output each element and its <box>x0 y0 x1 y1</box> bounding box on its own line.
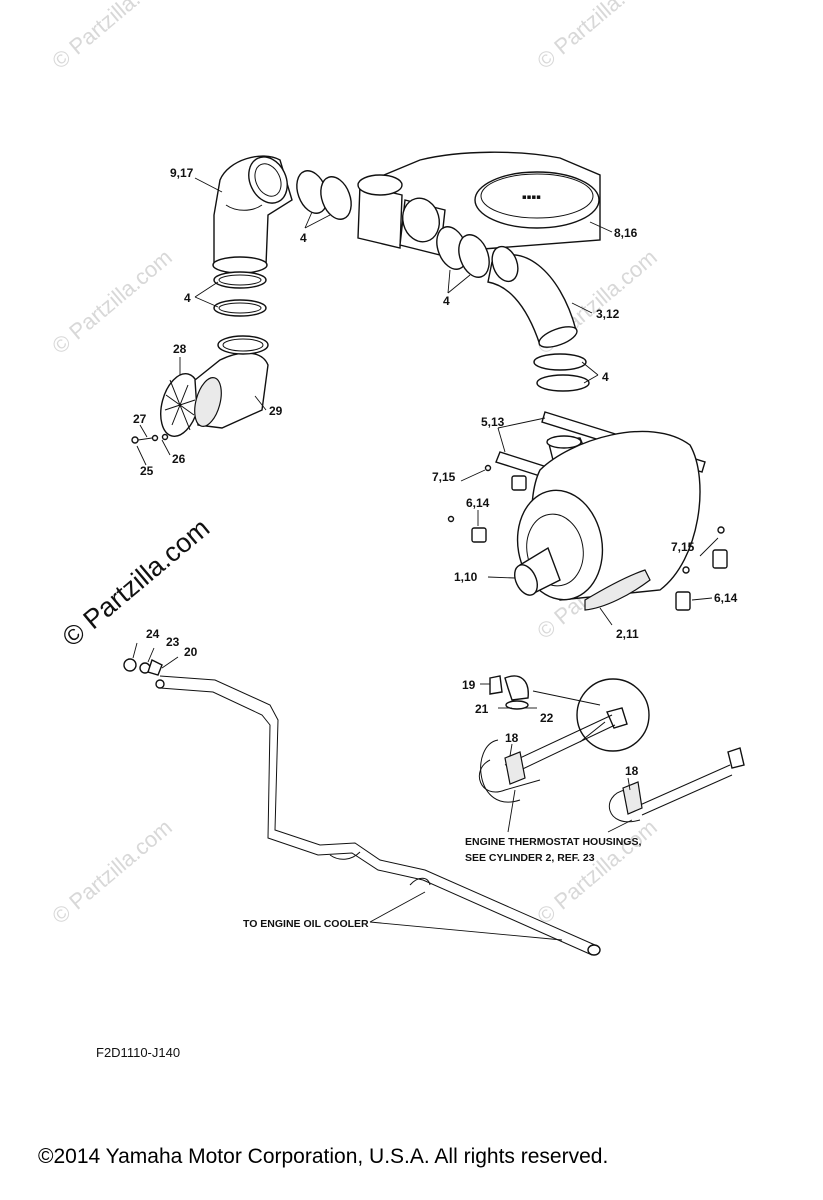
thermostat-note: ENGINE THERMOSTAT HOUSINGS, <box>465 836 641 848</box>
watermark: © Partzilla.com <box>532 814 662 928</box>
callout-label: 19 <box>462 678 476 692</box>
callout-label: 28 <box>173 342 187 356</box>
watermark-main: © Partzilla.com <box>57 513 216 653</box>
bent-duct <box>487 245 578 348</box>
copyright-notice: ©2014 Yamaha Motor Corporation, U.S.A. A… <box>38 1145 608 1168</box>
callout-label: 25 <box>140 464 154 478</box>
detail-circle <box>576 678 650 752</box>
callout-label: 9,17 <box>170 166 194 180</box>
oil-cooler-note: TO ENGINE OIL COOLER <box>243 918 369 930</box>
callout-label: 23 <box>166 635 180 649</box>
callout-label: 3,12 <box>596 307 620 321</box>
callout-label: 24 <box>146 627 160 641</box>
hose-fitting-set <box>123 658 165 689</box>
bracket-clip <box>447 464 728 611</box>
callout-label: 22 <box>540 711 554 725</box>
thermostat-housing <box>608 747 745 823</box>
intake-silencer: ▪▪▪▪ <box>357 151 601 256</box>
callout-label: 7,15 <box>671 540 695 554</box>
callout-label: 4 <box>602 370 609 384</box>
callout-label: 1,10 <box>454 570 478 584</box>
fitting-elbow <box>489 675 529 710</box>
callout-label: 2,11 <box>616 627 639 641</box>
watermark: © Partzilla.com <box>47 0 177 74</box>
figure-code: F2D1110-J140 <box>96 1045 180 1060</box>
callout-label: 6,14 <box>466 496 490 510</box>
elbow-duct <box>212 155 293 274</box>
callout-label: 5,13 <box>481 415 505 429</box>
hose-clamp-pair <box>213 271 267 317</box>
svg-text:▪▪▪▪: ▪▪▪▪ <box>522 193 541 201</box>
callout-label: 27 <box>133 412 147 426</box>
callout-label: 8,16 <box>614 226 638 240</box>
callout-label: 6,14 <box>714 591 738 605</box>
thermostat-housing <box>478 714 616 803</box>
watermark: © Partzilla.com <box>532 0 662 74</box>
callout-label: 18 <box>625 764 639 778</box>
callout-label: 4 <box>184 291 191 305</box>
watermark: © Partzilla.com <box>47 244 177 358</box>
thermostat-note: SEE CYLINDER 2, REF. 23 <box>465 852 595 864</box>
callout-label: 4 <box>300 231 307 245</box>
callout-label: 21 <box>475 702 489 716</box>
leader-lines <box>132 177 719 941</box>
callout-labels: 9,17 4 4 8,16 4 3,12 4 28 29 27 25 26 5,… <box>133 166 738 778</box>
callout-label: 4 <box>443 294 450 308</box>
hose-clamp-pair <box>296 170 352 220</box>
callout-label: 26 <box>172 452 186 466</box>
hose-clamp-pair <box>533 353 590 392</box>
callout-label: 7,15 <box>432 470 456 484</box>
hose-clamp-pair <box>436 226 490 278</box>
screw-washer-set <box>131 433 169 444</box>
callout-label: 18 <box>505 731 519 745</box>
oil-hose-route <box>159 675 601 956</box>
intake-elbow <box>194 335 269 429</box>
watermark: © Partzilla.com <box>47 814 177 928</box>
callout-label: 29 <box>269 404 283 418</box>
filter-housing <box>513 430 701 611</box>
callout-label: 20 <box>184 645 198 659</box>
